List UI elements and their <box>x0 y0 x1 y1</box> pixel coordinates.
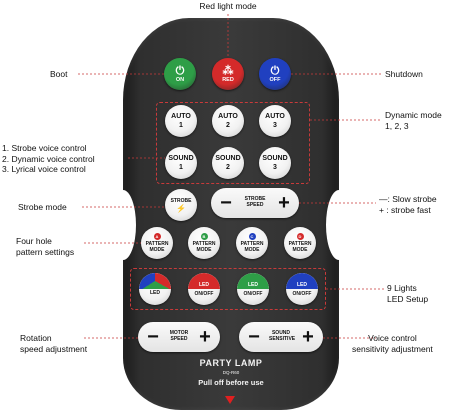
pattern-c-label: PATTERN <box>240 241 264 247</box>
pull-arrow-icon <box>225 396 235 404</box>
sound-3-label: SOUND <box>262 155 288 162</box>
led-blue-swatch <box>286 273 318 289</box>
pattern-b-dot: B <box>200 233 208 240</box>
auto-3-button[interactable]: AUTO 3 <box>259 105 291 137</box>
auto-2-button[interactable]: AUTO 2 <box>212 105 244 137</box>
led-red-swatch <box>188 273 220 289</box>
callout-voice-control: 1. Strobe voice control 2. Dynamic voice… <box>2 143 95 174</box>
sound-3-number: 3 <box>273 164 277 171</box>
motor-speed-control: − MOTOR SPEED + <box>138 322 220 352</box>
callout-rotation: Rotation speed adjustment <box>20 333 88 354</box>
sound-1-label: SOUND <box>168 155 194 162</box>
pattern-a-button[interactable]: A PATTERN MODE <box>141 227 173 259</box>
pattern-a-mode: MODE <box>149 247 165 253</box>
shutdown-button[interactable]: ⏻ OFF <box>259 58 291 90</box>
pattern-d-dot: D <box>296 233 304 240</box>
sound-2-button[interactable]: SOUND 2 <box>212 147 244 179</box>
auto-sound-panel <box>156 102 310 184</box>
callout-voice-sensitivity: Voice control sensitivity adjustment <box>352 333 433 354</box>
model-number: DQ-R60 <box>222 370 240 375</box>
led-red-label: LED <box>199 281 209 288</box>
remote-waist-right <box>326 190 352 260</box>
remote-branding: PARTY LAMP DQ-R60 Pull off before use <box>170 358 292 387</box>
callout-boot: Boot <box>50 69 68 79</box>
power-icon: ⏻ <box>175 64 185 77</box>
auto-3-number: 3 <box>273 122 277 129</box>
led-multicolor-label: LED <box>150 290 160 296</box>
pattern-c-dot: C <box>248 233 256 240</box>
led-multicolor-swatch <box>139 273 171 289</box>
motor-speed-minus-button[interactable]: − <box>147 325 159 348</box>
sound-2-label: SOUND <box>215 155 241 162</box>
motor-speed-label: MOTOR SPEED <box>169 330 189 342</box>
led-multicolor-button[interactable]: LED <box>139 273 171 305</box>
callout-four-hole: Four hole pattern settings <box>16 236 75 257</box>
sound-sensitive-plus-button[interactable]: + <box>302 325 314 348</box>
auto-3-label: AUTO <box>265 113 285 120</box>
led-green-swatch <box>237 273 269 289</box>
led-blue-onoff: ON/OFF <box>292 290 312 297</box>
auto-1-button[interactable]: AUTO 1 <box>165 105 197 137</box>
pull-tab-text: Pull off before use <box>198 378 264 387</box>
lightning-icon: ⚡ <box>176 203 186 213</box>
auto-2-label: AUTO <box>218 113 238 120</box>
strobe-speed-label: STROBE SPEED <box>244 196 266 208</box>
sound-3-button[interactable]: SOUND 3 <box>259 147 291 179</box>
sound-1-number: 1 <box>179 164 183 171</box>
auto-1-label: AUTO <box>171 113 191 120</box>
pattern-a-label: PATTERN <box>145 241 169 247</box>
led-blue-label: LED <box>297 281 307 288</box>
brand-name: PARTY LAMP <box>199 358 263 368</box>
callout-shutdown: Shutdown <box>385 69 423 79</box>
shutdown-button-label: OFF <box>269 76 281 83</box>
boot-button[interactable]: ⏻ ON <box>164 58 196 90</box>
sound-sensitive-minus-button[interactable]: − <box>248 325 260 348</box>
led-green-label: LED <box>248 281 258 288</box>
strobe-mode-label: STROBE <box>170 197 192 204</box>
callout-red-light-mode: Red light mode <box>199 1 257 11</box>
strobe-speed-plus-button[interactable]: + <box>278 191 290 214</box>
callout-strobe-speed: —: Slow strobe + : strobe fast <box>379 194 437 215</box>
boot-button-label: ON <box>175 76 185 83</box>
led-green-onoff: ON/OFF <box>243 290 263 297</box>
sound-2-number: 2 <box>226 164 230 171</box>
pattern-c-button[interactable]: C PATTERN MODE <box>236 227 268 259</box>
strobe-speed-minus-button[interactable]: − <box>220 191 232 214</box>
pattern-a-dot: A <box>153 233 161 240</box>
pattern-c-mode: MODE <box>244 247 260 253</box>
sound-sensitive-label: SOUND SENSITIVE <box>269 330 296 342</box>
motor-speed-plus-button[interactable]: + <box>199 325 211 348</box>
red-light-button-label: RED <box>222 76 234 83</box>
auto-1-number: 1 <box>179 122 183 129</box>
callout-strobe-mode: Strobe mode <box>18 202 67 212</box>
strobe-speed-control: − STROBE SPEED + <box>211 188 299 218</box>
led-red-onoff: ON/OFF <box>194 290 214 297</box>
strobe-mode-button[interactable]: STROBE ⚡ <box>165 189 197 221</box>
pattern-d-mode: MODE <box>292 247 308 253</box>
red-light-icon: ⁂ <box>222 64 234 77</box>
led-blue-button[interactable]: LED ON/OFF <box>286 273 318 305</box>
led-red-button[interactable]: LED ON/OFF <box>188 273 220 305</box>
callout-dynamic-mode: Dynamic mode 1, 2, 3 <box>385 110 442 131</box>
sound-sensitive-control: − SOUND SENSITIVE + <box>239 322 323 352</box>
auto-2-number: 2 <box>226 122 230 129</box>
pattern-d-button[interactable]: D PATTERN MODE <box>284 227 316 259</box>
power-icon: ⏻ <box>270 64 280 77</box>
led-panel <box>130 268 326 310</box>
red-light-button[interactable]: ⁂ RED <box>212 58 244 90</box>
callout-nine-lights: 9 Lights LED Setup <box>387 283 429 304</box>
pattern-b-button[interactable]: B PATTERN MODE <box>188 227 220 259</box>
led-green-button[interactable]: LED ON/OFF <box>237 273 269 305</box>
remote-waist-left <box>110 190 136 260</box>
pattern-b-mode: MODE <box>196 247 212 253</box>
pattern-b-label: PATTERN <box>192 241 216 247</box>
pattern-d-label: PATTERN <box>288 241 312 247</box>
sound-1-button[interactable]: SOUND 1 <box>165 147 197 179</box>
